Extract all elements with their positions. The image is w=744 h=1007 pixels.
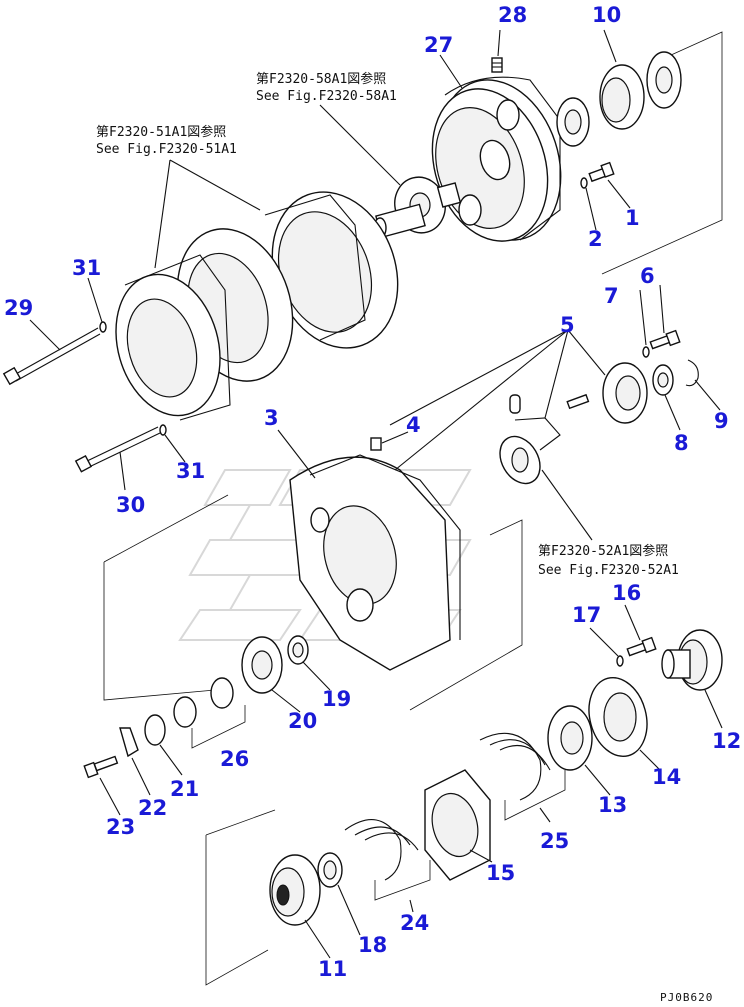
- part-11-gear: [269, 854, 321, 926]
- callout-17: 17: [572, 603, 601, 627]
- ref-52A1-en: See Fig.F2320-52A1: [538, 563, 679, 578]
- callout-7: 7: [604, 284, 619, 308]
- part-30-long-bolt: [74, 426, 161, 473]
- part-17-washer: [616, 655, 624, 667]
- part-21-plate: [144, 714, 166, 746]
- callout-25: 25: [540, 829, 569, 853]
- part-20-bearing: [241, 636, 283, 694]
- callout-28: 28: [498, 3, 527, 27]
- part-3-main-case: [289, 454, 461, 671]
- callout-27: 27: [424, 33, 453, 57]
- callout-31-upper: 31: [72, 256, 101, 280]
- part-18-spacer: [317, 852, 343, 888]
- callout-26: 26: [220, 747, 249, 771]
- part-15-bearing-housing: [424, 769, 491, 881]
- callout-30: 30: [116, 493, 145, 517]
- part-8-bearing: [652, 364, 674, 396]
- part-5-flange-cover: [602, 362, 648, 424]
- callout-15: 15: [486, 861, 515, 885]
- output-shaft-assembly: [373, 176, 462, 239]
- part-26-shim-set: [173, 677, 246, 749]
- callout-14: 14: [652, 765, 681, 789]
- callout-9: 9: [714, 409, 729, 433]
- part-13-bearing: [547, 705, 593, 771]
- callout-18: 18: [358, 933, 387, 957]
- part-25-shim-set: [479, 732, 566, 821]
- part-27-carrier-housing: [431, 76, 562, 242]
- callout-23: 23: [106, 815, 135, 839]
- callout-3: 3: [264, 406, 279, 430]
- part-16-bolt: [626, 636, 657, 657]
- part-24-shim-set: [344, 819, 431, 901]
- callout-numbers: 28 10 27 1 2 31 29 6 7 5 9 8 3 4 31 30 1…: [4, 3, 741, 981]
- callout-8: 8: [674, 431, 689, 455]
- callout-11: 11: [318, 957, 347, 981]
- part-6-bolt: [649, 329, 681, 350]
- callout-1: 1: [625, 206, 640, 230]
- part-14-cover: [588, 676, 648, 758]
- callout-10: 10: [592, 3, 621, 27]
- cover-assembly-51A1: [115, 191, 399, 421]
- ref-52A1-ja: 第F2320-52A1図参照: [538, 543, 668, 559]
- part-5-bearing-cage: [499, 393, 590, 485]
- part-22-lock-plate: [119, 727, 139, 758]
- part-31-washer-upper: [99, 321, 107, 333]
- part-12-gear-shaft: [661, 629, 723, 691]
- part-4-plug: [370, 437, 382, 451]
- callout-6: 6: [640, 264, 655, 288]
- part-2-washer: [580, 177, 588, 189]
- part-1-bolt: [588, 161, 615, 183]
- callout-19: 19: [322, 687, 351, 711]
- ref-58A1-ja: 第F2320-58A1図参照: [256, 71, 386, 87]
- callout-13: 13: [598, 793, 627, 817]
- callout-20: 20: [288, 709, 317, 733]
- callout-24: 24: [400, 911, 429, 935]
- callout-29: 29: [4, 296, 33, 320]
- part-29-long-bolt: [2, 327, 101, 386]
- drawing-code: PJ0B620: [660, 991, 713, 1004]
- part-19-seal: [287, 635, 309, 665]
- leader-lines: [29, 29, 723, 959]
- callout-22: 22: [138, 796, 167, 820]
- callout-2: 2: [588, 227, 603, 251]
- part-31-washer-lower: [159, 424, 167, 436]
- callout-5: 5: [560, 313, 575, 337]
- callout-31-lower: 31: [176, 459, 205, 483]
- callout-16: 16: [612, 581, 641, 605]
- part-9-snap-ring: [685, 359, 699, 387]
- part-7-washer: [642, 346, 650, 358]
- ref-58A1-en: See Fig.F2320-58A1: [256, 89, 397, 104]
- callout-4: 4: [406, 413, 421, 437]
- assembly-frame-lines: [103, 31, 723, 986]
- reference-notes: 第F2320-58A1図参照 See Fig.F2320-58A1 第F2320…: [96, 71, 713, 1004]
- callout-12: 12: [712, 729, 741, 753]
- part-28-plug: [491, 57, 503, 73]
- ref-51A1-en: See Fig.F2320-51A1: [96, 142, 237, 157]
- part-23-bolt: [83, 755, 119, 779]
- part-10-ring-gear: [556, 51, 682, 147]
- ref-51A1-ja: 第F2320-51A1図参照: [96, 124, 226, 140]
- callout-21: 21: [170, 777, 199, 801]
